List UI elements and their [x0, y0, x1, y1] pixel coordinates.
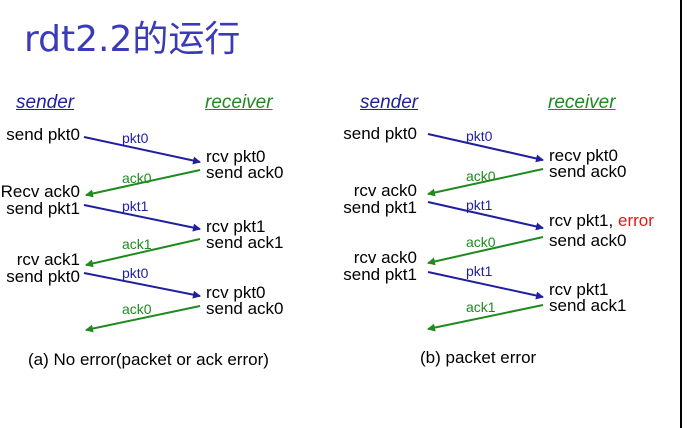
- arrow-b-pkt1-2: [427, 271, 544, 300]
- sender-event: send pkt0: [6, 125, 80, 144]
- message-label: ack0: [466, 168, 496, 184]
- arrow-a-pkt0-2: [83, 272, 201, 299]
- sender-event: Recv ack0: [0, 182, 80, 201]
- receiver-event: send ack0: [206, 163, 284, 182]
- message-label: ack1: [122, 236, 152, 252]
- receiver-event: send ack0: [206, 299, 284, 318]
- receiver-event: send ack1: [549, 296, 627, 315]
- receiver-event: rcv pkt1: [206, 217, 266, 236]
- receiver-event-text: rcv pkt1,: [549, 211, 614, 230]
- sender-event: send pkt1: [343, 265, 417, 284]
- arrow-a-pkt1: [83, 204, 201, 232]
- arrow-b-pkt1: [427, 201, 544, 231]
- message-label: ack0: [122, 170, 152, 186]
- message-label: pkt1: [466, 263, 493, 279]
- receiver-event: recv pkt0: [549, 146, 618, 165]
- receiver-event: rcv pkt0: [206, 147, 266, 166]
- receiver-event-with-error: rcv pkt1, error: [549, 212, 654, 230]
- slide-title: rdt2.2的运行: [24, 19, 241, 60]
- message-label: pkt0: [466, 128, 493, 144]
- message-label: ack0: [122, 301, 152, 317]
- caption-b: (b) packet error: [420, 348, 537, 367]
- receiver-event: rcv pkt1: [549, 280, 609, 299]
- sender-event: rcv ack0: [353, 248, 417, 267]
- right-edge-rule: [680, 0, 682, 428]
- sender-header-a: sender: [16, 92, 75, 113]
- arrow-b-ack0-2: [427, 236, 544, 266]
- sender-event: send pkt0: [6, 267, 80, 286]
- sender-header-b: sender: [360, 92, 419, 113]
- arrow-b-ack0: [427, 168, 544, 197]
- arrow-b-ack1: [427, 304, 544, 332]
- message-label: ack1: [466, 299, 496, 315]
- sender-event: send pkt0: [343, 124, 417, 143]
- sender-event: rcv ack0: [353, 181, 417, 200]
- message-label: pkt0: [122, 130, 149, 146]
- message-label: ack0: [466, 234, 496, 250]
- arrow-a-ack0-2: [85, 305, 201, 333]
- receiver-event: send ack0: [549, 231, 627, 250]
- sender-event: send pkt1: [6, 199, 80, 218]
- sender-event: rcv ack1: [16, 250, 80, 269]
- receiver-header-a: receiver: [205, 92, 273, 113]
- message-label: pkt1: [466, 197, 493, 213]
- receiver-header-b: receiver: [548, 92, 616, 113]
- message-label: pkt1: [122, 198, 149, 214]
- receiver-event: send ack0: [549, 162, 627, 181]
- message-label: pkt0: [122, 265, 149, 281]
- receiver-event: send ack1: [206, 233, 284, 252]
- caption-a: (a) No error(packet or ack error): [28, 350, 269, 369]
- receiver-event: rcv pkt0: [206, 283, 266, 302]
- arrow-a-ack1: [85, 238, 201, 268]
- sender-event: send pkt1: [343, 198, 417, 217]
- arrow-a-ack0: [85, 169, 201, 198]
- arrow-b-pkt0: [427, 133, 544, 163]
- arrow-a-pkt0: [83, 136, 201, 165]
- error-label: error: [617, 211, 654, 230]
